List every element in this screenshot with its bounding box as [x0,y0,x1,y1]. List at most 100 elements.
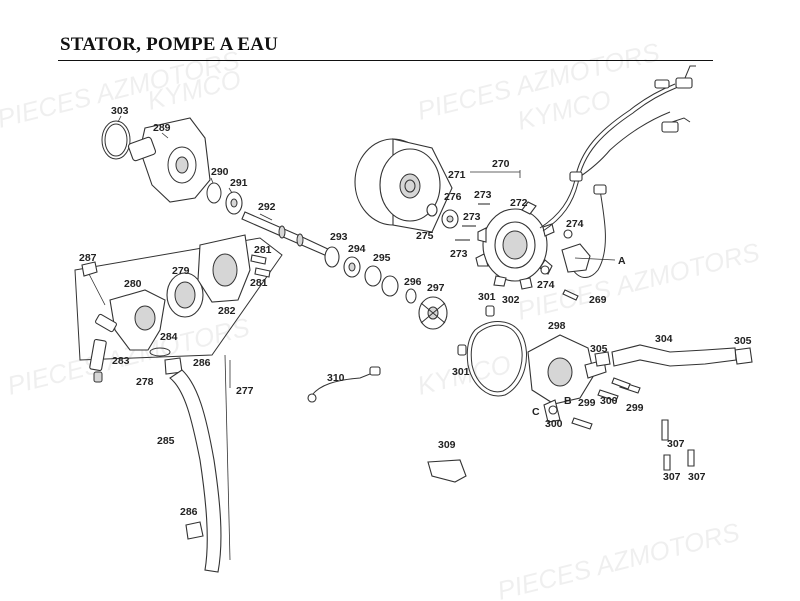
part-label: 279 [172,265,190,277]
part-296-washer [405,288,417,304]
part-label: 309 [438,439,456,451]
part-292-pump-shaft [241,211,331,257]
part-285-hose [169,369,222,573]
part-label: 275 [416,230,434,242]
part-label: 296 [404,276,422,288]
part-307-bolt [687,449,695,467]
part-307-bolt [663,454,671,471]
part-307-bolt [661,419,669,441]
part-label: 274 [566,218,584,230]
part-label: 298 [548,320,566,332]
part-276-bearing-inner [446,215,454,223]
part-label: 300 [545,418,563,430]
part-287-cap [81,261,98,277]
part-274-clip [563,229,573,239]
part-label: 277 [236,385,254,397]
part-label: 290 [211,166,229,178]
part-label: 304 [655,333,673,345]
part-label: 274 [537,279,555,291]
part-295-bearing-b [381,275,399,297]
page-title: STATOR, POMPE A EAU [60,34,279,55]
part-label: 284 [160,331,178,343]
part-label: 307 [688,471,706,483]
part-283-temperature-sensor [89,338,107,383]
part-label: 300 [600,395,618,407]
part-label: 270 [492,158,510,170]
watermark-text: PIECES AZMOTORS [494,516,743,601]
part-label: 297 [427,282,445,294]
part-286-clamp [185,521,204,540]
part-289-pump-cover [127,117,211,203]
part-label: 301 [452,366,470,378]
part-300-bolts [571,377,631,430]
part-label: 289 [153,122,171,134]
part-293-bearing [324,246,340,268]
part-281-bolt [250,254,267,265]
part-label: A [618,255,626,267]
part-303-oring [101,120,131,160]
part-305-clamp [594,351,611,367]
part-303-oring-inner [104,123,128,157]
part-304-hose [611,344,737,367]
leader-line [117,115,122,123]
part-301-pin [457,344,467,356]
part-290-circlip [206,182,222,204]
part-label: 278 [136,376,154,388]
part-label: 301 [478,291,496,303]
part-label: 299 [578,397,596,409]
part-297-impeller [418,296,448,330]
leader-lines [210,170,616,388]
part-label: 273 [450,248,468,260]
part-washer-c [548,405,558,415]
part-label: 307 [667,438,685,450]
part-label: 272 [510,197,528,209]
part-label: 302 [502,294,520,306]
title-underline [58,60,713,61]
part-274-clip [540,265,550,275]
part-label: 287 [79,252,97,264]
part-305-clamp [734,347,753,365]
part-273-screws [455,203,490,241]
part-label: 307 [663,471,681,483]
part-label: 294 [348,243,366,255]
part-310-sensor-wire [307,366,381,403]
part-label: 299 [626,402,644,414]
part-label: 283 [112,355,130,367]
leader-line [161,132,169,139]
part-301-pin [485,305,495,317]
part-label: 276 [444,191,462,203]
part-271-flywheel [354,138,453,233]
part-label: 303 [111,105,129,117]
part-label: 293 [330,231,348,243]
part-275-key [426,203,438,217]
part-label: 295 [373,252,391,264]
part-302-gasket [466,321,527,397]
part-label: 273 [474,189,492,201]
part-label: 285 [157,435,175,447]
part-269-bolt [562,289,579,301]
part-label: 281 [254,244,272,256]
part-label: 281 [250,277,268,289]
part-295-bearing [364,265,382,287]
part-label: B [564,395,572,407]
part-label: 280 [124,278,142,290]
part-label: 291 [230,177,248,189]
part-302-gasket-inner [470,324,523,393]
part-294-seal-inner [348,262,356,272]
part-309-bracket [427,459,467,483]
part-label: 282 [218,305,236,317]
part-279-thermostat [166,272,204,318]
part-280-thermostat-housing [95,289,166,351]
part-282-thermostat-cover [197,234,251,303]
part-label: 271 [448,169,466,181]
part-label: 273 [463,211,481,223]
leader-line [88,273,106,306]
part-label: 286 [193,357,211,369]
part-label: 305 [734,335,752,347]
part-label: 269 [589,294,607,306]
part-281-bolt [254,267,271,278]
part-label: 286 [180,506,198,518]
part-270-stator [475,201,555,290]
part-label: 305 [590,343,608,355]
